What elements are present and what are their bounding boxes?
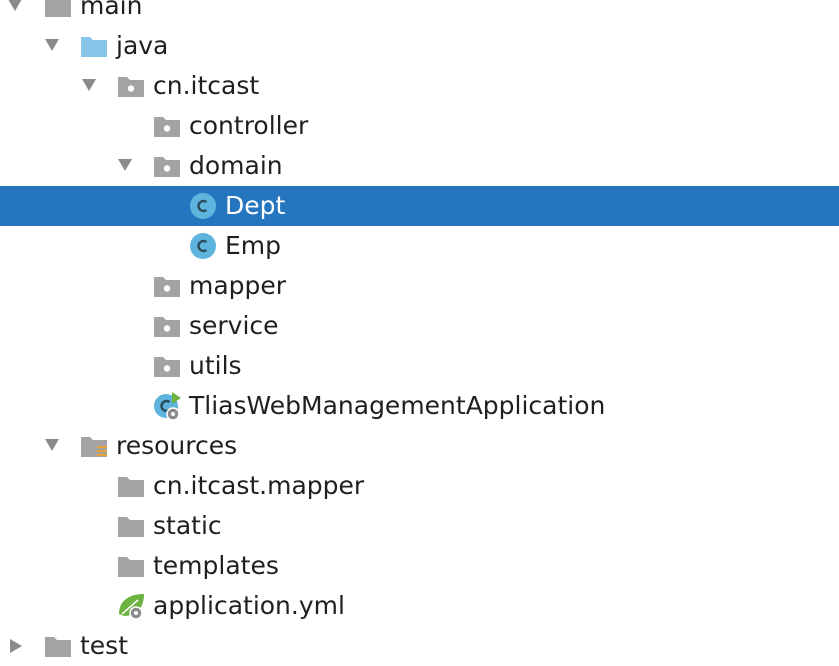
tree-label: domain (189, 151, 283, 180)
expand-arrow-icon[interactable] (82, 79, 96, 91)
tree-label: TliasWebManagementApplication (189, 391, 606, 420)
tree-label: application.yml (153, 591, 345, 620)
tree-node-domain[interactable]: domain (0, 146, 839, 186)
tree-node-mapper[interactable]: mapper (0, 266, 839, 306)
class-icon (190, 233, 216, 259)
expand-arrow-icon[interactable] (118, 159, 132, 171)
tree-node-test[interactable]: test (0, 626, 839, 666)
tree-node-java[interactable]: java (0, 26, 839, 66)
package-icon (154, 157, 180, 177)
folder-icon (118, 477, 144, 497)
tree-node-application-class[interactable]: TliasWebManagementApplication (0, 386, 839, 426)
package-icon (154, 117, 180, 137)
collapse-arrow-icon[interactable] (10, 639, 22, 653)
tree-label: java (116, 31, 169, 60)
tree-node-dept[interactable]: Dept (0, 186, 839, 226)
tree-label: Dept (225, 191, 286, 220)
tree-node-static[interactable]: static (0, 506, 839, 546)
tree-node-package-cn-itcast[interactable]: cn.itcast (0, 66, 839, 106)
tree-node-utils[interactable]: utils (0, 346, 839, 386)
package-icon (118, 77, 144, 97)
tree-node-emp[interactable]: Emp (0, 226, 839, 266)
tree-label: utils (189, 351, 242, 380)
expand-arrow-icon[interactable] (45, 439, 59, 451)
tree-node-controller[interactable]: controller (0, 106, 839, 146)
folder-icon (45, 637, 71, 657)
package-icon (154, 317, 180, 337)
expand-arrow-icon[interactable] (45, 39, 59, 51)
expand-arrow-icon[interactable] (8, 0, 22, 11)
tree-label: test (80, 631, 129, 660)
tree-label: resources (116, 431, 238, 460)
tree-label: service (189, 311, 279, 340)
folder-icon (118, 557, 144, 577)
tree-label: static (153, 511, 222, 540)
tree-node-resources[interactable]: resources (0, 426, 839, 466)
tree-node-application-yml[interactable]: application.yml (0, 586, 839, 626)
tree-label: templates (153, 551, 279, 580)
tree-label: controller (189, 111, 309, 140)
tree-node-service[interactable]: service (0, 306, 839, 346)
folder-icon (118, 517, 144, 537)
tree-label: cn.itcast (153, 71, 260, 100)
tree-label: mapper (189, 271, 287, 300)
tree-label: Emp (225, 231, 282, 260)
package-icon (154, 277, 180, 297)
tree-node-templates[interactable]: templates (0, 546, 839, 586)
spring-boot-class-icon (154, 392, 181, 421)
spring-config-file-icon (119, 594, 144, 620)
tree-label: main (80, 0, 143, 20)
class-icon (190, 193, 216, 219)
tree-node-main[interactable]: main (0, 0, 839, 26)
tree-node-resources-mapper[interactable]: cn.itcast.mapper (0, 466, 839, 506)
package-icon (154, 357, 180, 377)
resources-folder-icon (81, 437, 107, 457)
source-folder-icon (81, 37, 107, 57)
tree-label: cn.itcast.mapper (153, 471, 365, 500)
folder-icon (45, 0, 71, 17)
